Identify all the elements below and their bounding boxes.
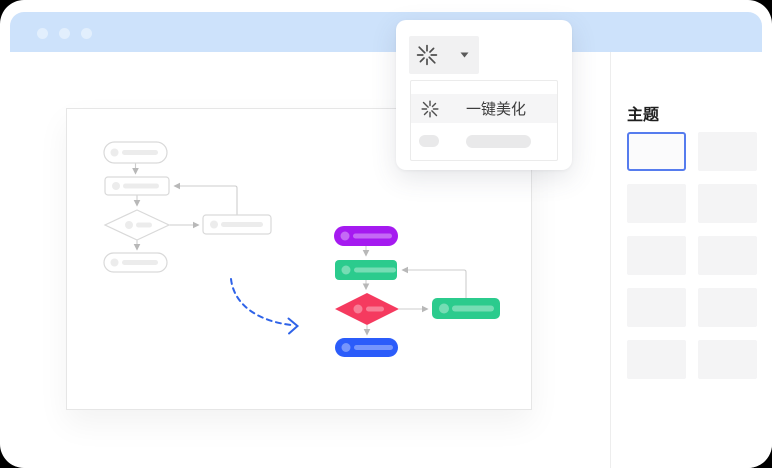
flowchart-node-end-blue[interactable] (335, 338, 398, 357)
flowchart-node-start-purple[interactable] (334, 226, 398, 246)
flowchart-node-side-process-green[interactable] (432, 298, 500, 319)
flowchart-after-colored (334, 226, 500, 357)
placeholder-pill (419, 135, 439, 147)
theme-thumbnail[interactable] (627, 184, 686, 223)
beautify-transition-arrow (230, 278, 300, 335)
flowchart-node-process-grey[interactable] (104, 176, 170, 196)
theme-thumbnail[interactable] (627, 288, 686, 327)
beautify-menu: 一键美化 (410, 80, 558, 161)
caret-down-icon (460, 52, 469, 58)
sidebar-title: 主题 (627, 107, 660, 124)
beautify-button[interactable] (409, 36, 479, 74)
window-control-dot[interactable] (59, 28, 70, 39)
theme-thumbnail[interactable] (698, 340, 757, 379)
connector (401, 266, 467, 298)
menu-item-placeholder[interactable] (411, 133, 557, 149)
menu-item-label: 一键美化 (466, 101, 527, 118)
flowchart-before-grey (103, 141, 272, 273)
theme-thumbnail[interactable] (698, 132, 757, 171)
theme-thumbnail-selected[interactable] (627, 132, 686, 171)
beautify-sparkle-icon (415, 43, 439, 67)
window-controls (37, 28, 92, 39)
theme-grid (627, 132, 757, 379)
menu-item-beautify[interactable]: 一键美化 (411, 94, 557, 123)
theme-thumbnail[interactable] (627, 340, 686, 379)
flowchart-node-process-green[interactable] (335, 260, 397, 280)
placeholder-pill (466, 134, 531, 148)
flowchart-node-decision-grey[interactable] (103, 209, 171, 241)
flowchart-node-side-process-grey[interactable] (202, 214, 272, 235)
theme-thumbnail[interactable] (698, 236, 757, 275)
beautify-sparkle-icon (420, 99, 440, 119)
theme-thumbnail[interactable] (698, 184, 757, 223)
flowchart-node-start-grey[interactable] (103, 141, 168, 164)
flowchart-node-end-grey[interactable] (103, 252, 168, 273)
theme-thumbnail[interactable] (698, 288, 757, 327)
window-control-dot[interactable] (37, 28, 48, 39)
sidebar-divider (610, 52, 611, 468)
beautify-popup: 一键美化 (396, 20, 572, 170)
window-control-dot[interactable] (81, 28, 92, 39)
theme-thumbnail[interactable] (627, 236, 686, 275)
theme-sidebar: 主题 (611, 52, 772, 468)
connector (173, 182, 238, 215)
flowchart-node-decision-red[interactable] (335, 293, 399, 325)
browser-header-bar (10, 12, 762, 52)
